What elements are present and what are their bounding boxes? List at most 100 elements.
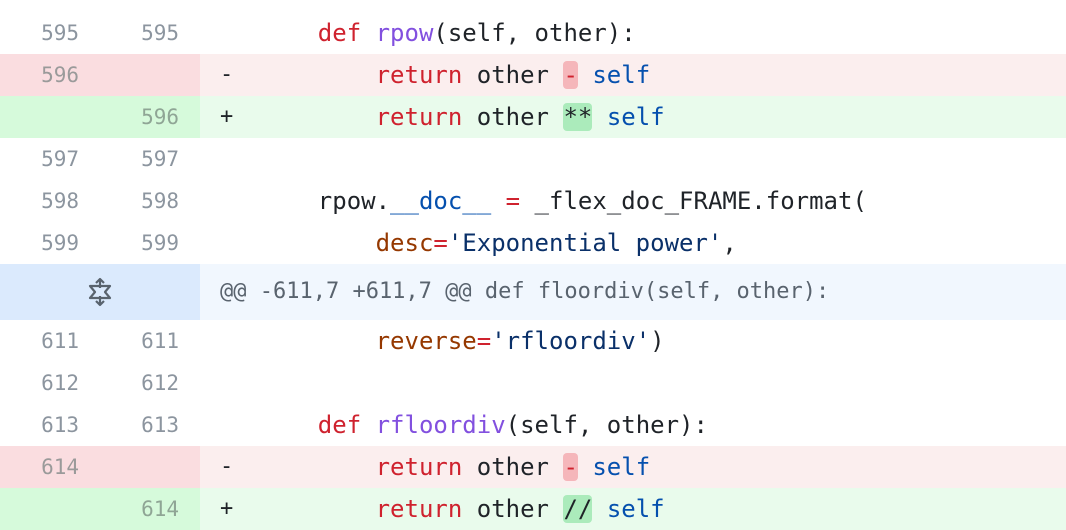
new-line-number[interactable]: 595 (141, 21, 179, 45)
code-token (491, 187, 505, 215)
diff-marker: + (220, 104, 234, 129)
code-token (260, 61, 376, 89)
hunk-header-text: @@ -611,7 +611,7 @@ def floordiv(self, o… (220, 279, 830, 304)
code-token: rpow. (260, 187, 391, 215)
code-token: (self, other): (433, 19, 636, 47)
code-text: return other // self (260, 488, 665, 530)
old-line-number[interactable]: 598 (41, 189, 79, 213)
diff-line: 614 + return other // self (0, 488, 1066, 530)
code-token (260, 411, 318, 439)
old-line-number[interactable]: 613 (41, 413, 79, 437)
code-token: other (462, 453, 564, 481)
code-token: def (317, 411, 362, 439)
diff-line: 598 598 rpow.__doc__ = _flex_doc_FRAME.f… (0, 180, 1066, 222)
code-token: - (563, 61, 578, 89)
old-line-number[interactable]: 614 (0, 446, 100, 488)
code-token: return (375, 61, 463, 89)
code-token: // (563, 495, 593, 523)
new-line-number[interactable]: 611 (141, 329, 179, 353)
diff-line: 596 - return other - self (0, 54, 1066, 96)
diff-line: 614 - return other - self (0, 446, 1066, 488)
new-line-number[interactable]: 599 (141, 231, 179, 255)
old-line-number[interactable]: 596 (0, 54, 100, 96)
code-token: self (592, 61, 651, 89)
code-token (578, 61, 592, 89)
code-token: = (505, 187, 521, 215)
old-line-number[interactable]: 597 (41, 147, 79, 171)
code-token: ) (650, 327, 665, 355)
diff-line: 611 611 reverse='rfloordiv') (0, 320, 1066, 362)
unfold-icon (88, 277, 112, 307)
code-text: return other - self (260, 446, 650, 488)
code-token: return (375, 103, 463, 131)
code-token (260, 453, 376, 481)
code-token: __doc__ (390, 187, 492, 215)
old-line-number[interactable]: 612 (41, 371, 79, 395)
new-line-number[interactable]: 612 (141, 371, 179, 395)
code-token (592, 495, 606, 523)
code-token: - (563, 453, 578, 481)
code-token: other (462, 61, 564, 89)
code-text: rpow.__doc__ = _flex_doc_FRAME.format( (260, 180, 867, 222)
code-text: reverse='rfloordiv') (260, 320, 665, 362)
hunk-header-row: @@ -611,7 +611,7 @@ def floordiv(self, o… (0, 264, 1066, 320)
diff-marker: + (220, 496, 234, 521)
new-line-number[interactable] (100, 54, 200, 96)
code-text: def rfloordiv(self, other): (260, 404, 708, 446)
old-line-number[interactable]: 599 (41, 231, 79, 255)
code-token: ** (563, 103, 593, 131)
code-token: self (592, 453, 651, 481)
code-token: self (606, 103, 665, 131)
code-token (260, 495, 376, 523)
code-token: other (462, 495, 564, 523)
diff-line: 597 597 (0, 138, 1066, 180)
code-token: _flex_doc_FRAME.format( (520, 187, 867, 215)
code-token: = (433, 229, 448, 257)
new-line-number[interactable]: 597 (141, 147, 179, 171)
diff-marker: - (220, 454, 234, 479)
code-token: def (317, 19, 362, 47)
code-token (260, 103, 376, 131)
expand-button[interactable] (0, 264, 200, 320)
diff-line: 599 599 desc='Exponential power', (0, 222, 1066, 264)
code-token: reverse (375, 327, 477, 355)
diff-line: 613 613 def rfloordiv(self, other): (0, 404, 1066, 446)
old-line-number[interactable]: 611 (41, 329, 79, 353)
old-line-number[interactable]: 595 (41, 21, 79, 45)
new-line-number[interactable]: 613 (141, 413, 179, 437)
code-token (260, 19, 318, 47)
code-text: return other - self (260, 54, 650, 96)
new-line-number[interactable]: 596 (100, 96, 200, 138)
diff-line: 612 612 (0, 362, 1066, 404)
diff-marker: - (220, 62, 234, 87)
new-line-number[interactable]: 598 (141, 189, 179, 213)
code-token (361, 411, 375, 439)
code-text: return other ** self (260, 96, 665, 138)
code-token (260, 327, 376, 355)
code-token: rfloordiv (375, 411, 506, 439)
code-token: return (375, 453, 463, 481)
code-token: , (722, 229, 737, 257)
code-token: desc (375, 229, 434, 257)
code-token (260, 229, 376, 257)
code-token: 'rfloordiv' (491, 327, 651, 355)
old-line-number[interactable] (0, 96, 100, 138)
code-token: other (462, 103, 564, 131)
code-token: (self, other): (505, 411, 708, 439)
code-token (361, 19, 375, 47)
diff-line: 596 + return other ** self (0, 96, 1066, 138)
diff-view: 595 595 def rpow(self, other):596 - retu… (0, 12, 1066, 530)
code-token: self (606, 495, 665, 523)
code-token (592, 103, 606, 131)
code-token: = (476, 327, 492, 355)
new-line-number[interactable] (100, 446, 200, 488)
old-line-number[interactable] (0, 488, 100, 530)
code-token: 'Exponential power' (447, 229, 723, 257)
code-text: desc='Exponential power', (260, 222, 737, 264)
diff-line: 595 595 def rpow(self, other): (0, 12, 1066, 54)
code-token: rpow (375, 19, 434, 47)
code-token (578, 453, 592, 481)
code-token: return (375, 495, 463, 523)
code-text: def rpow(self, other): (260, 12, 636, 54)
new-line-number[interactable]: 614 (100, 488, 200, 530)
